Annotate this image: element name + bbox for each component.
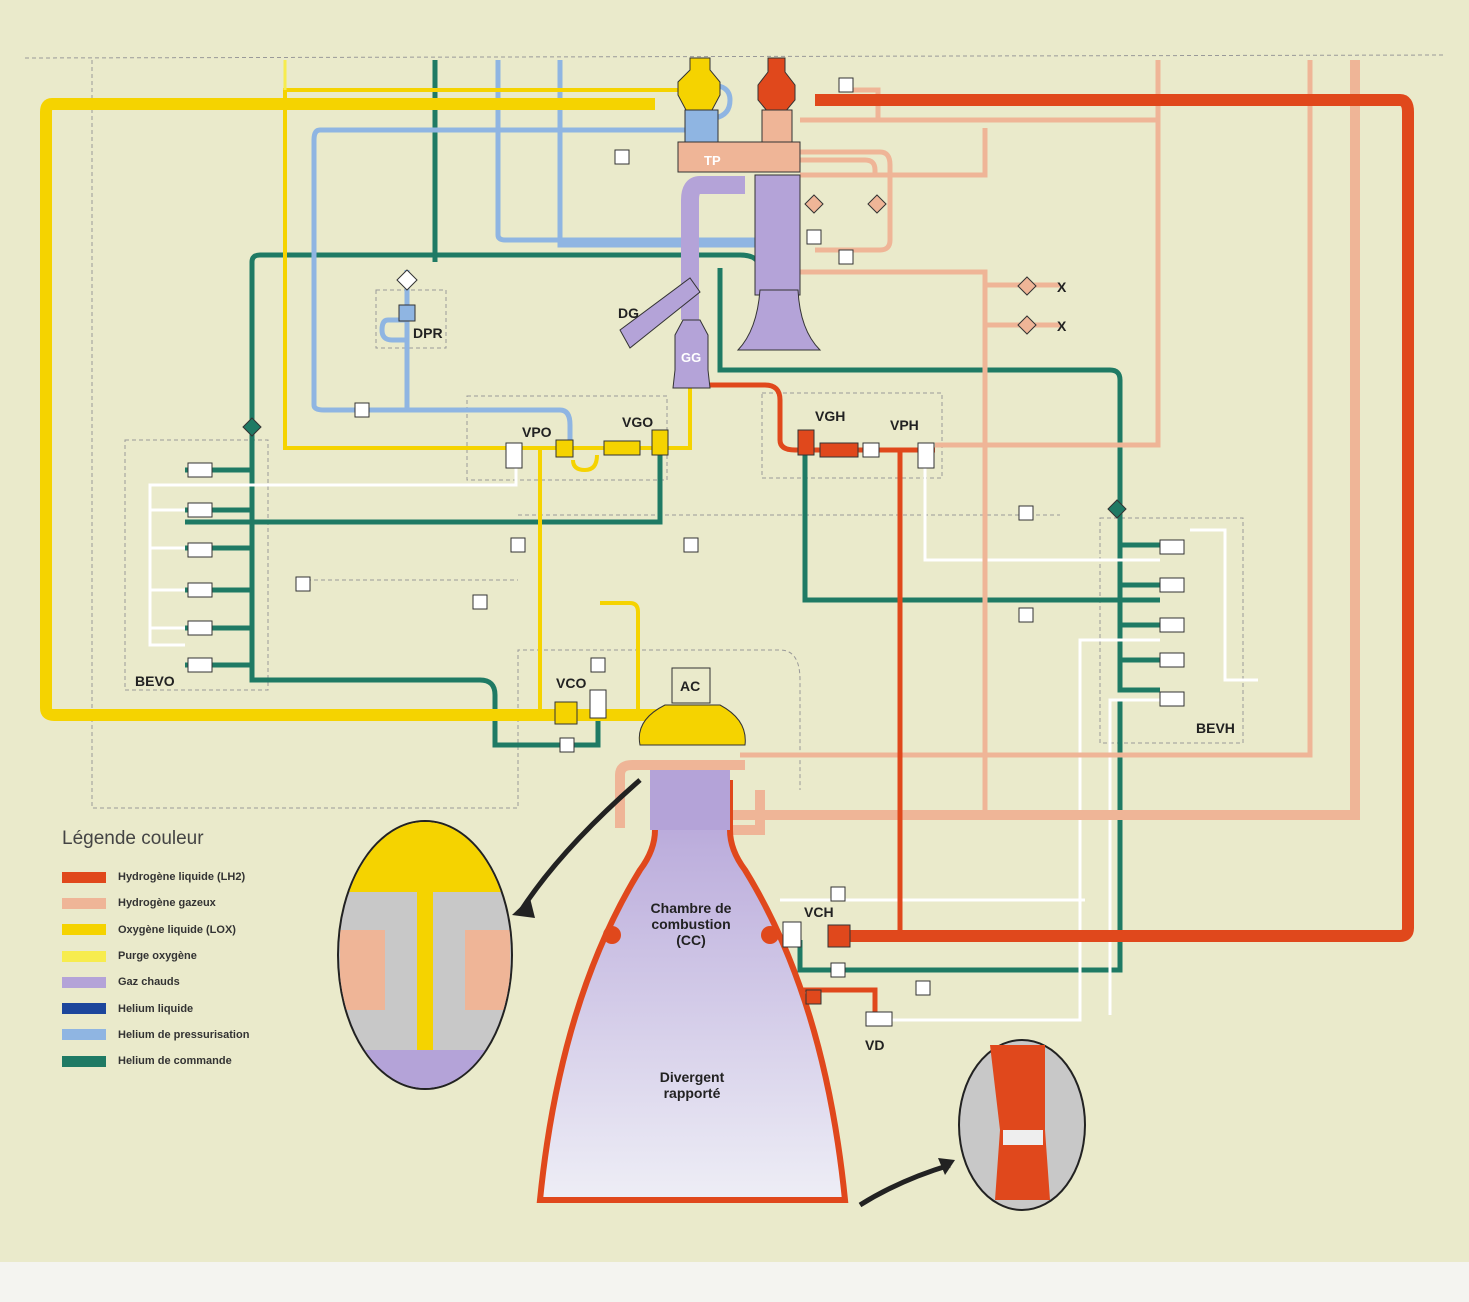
legend-swatch bbox=[62, 1029, 106, 1041]
label-tp: TP bbox=[704, 153, 721, 168]
label-vco: VCO bbox=[556, 675, 586, 691]
divergent-label-2: rapporté bbox=[664, 1085, 721, 1101]
bottom-margin bbox=[0, 1262, 1469, 1302]
legend-item: Oxygène liquide (LOX) bbox=[62, 917, 249, 943]
label-x1: X bbox=[1057, 279, 1067, 295]
legend-item: Purge oxygène bbox=[62, 943, 249, 969]
legend-swatch bbox=[62, 897, 106, 909]
hydrogen-gas-lines bbox=[740, 60, 1313, 810]
nozzle-extension bbox=[536, 780, 849, 1203]
helium-command-lines bbox=[185, 60, 1160, 973]
frame-lines bbox=[24, 54, 1446, 809]
legend-title: Légende couleur bbox=[62, 828, 204, 849]
legend-item: Gaz chauds bbox=[62, 969, 249, 995]
combustion-chamber bbox=[536, 667, 849, 1203]
hot-gas-duct bbox=[681, 176, 745, 320]
label-vgo: VGO bbox=[622, 414, 653, 430]
legend-swatch bbox=[62, 1055, 106, 1067]
dg-duct bbox=[619, 277, 701, 349]
component-labels: TP DG GG DPR VPO VGO VGH VPH BEVO VCO AC… bbox=[135, 153, 1235, 1101]
turbine bbox=[754, 174, 801, 296]
label-bevo: BEVO bbox=[135, 673, 175, 689]
chamber-label-2: combustion bbox=[651, 916, 730, 932]
label-vph: VPH bbox=[890, 417, 919, 433]
turbine-exhaust bbox=[736, 289, 822, 351]
legend-item: Helium liquide bbox=[62, 995, 249, 1021]
legend-label: Oxygène liquide (LOX) bbox=[118, 923, 236, 936]
legend-swatch bbox=[62, 950, 106, 962]
label-dg: DG bbox=[618, 305, 639, 321]
lox-pump-inlet bbox=[677, 57, 721, 111]
label-vch: VCH bbox=[804, 904, 834, 920]
legend-label: Gaz chauds bbox=[118, 976, 180, 989]
legend-swatch bbox=[62, 924, 106, 936]
wall-detail-inset bbox=[858, 1039, 1086, 1211]
legend-item: Hydrogène gazeux bbox=[62, 890, 249, 916]
gas-generator bbox=[672, 319, 711, 389]
lh2-lines bbox=[710, 94, 1414, 1015]
label-vpo: VPO bbox=[522, 424, 552, 440]
lh2-pump bbox=[761, 109, 793, 143]
chamber-label-3: (CC) bbox=[676, 932, 706, 948]
turbopump bbox=[619, 57, 822, 389]
legend-label: Helium de pressurisation bbox=[118, 1028, 250, 1041]
legend-swatch bbox=[62, 1003, 106, 1015]
injector-dome bbox=[638, 704, 746, 746]
label-gg: GG bbox=[681, 350, 701, 365]
legend-item: Hydrogène liquide (LH2) bbox=[62, 864, 249, 890]
label-bevh: BEVH bbox=[1196, 720, 1235, 736]
label-ac: AC bbox=[680, 678, 700, 694]
divergent-label-1: Divergent bbox=[660, 1069, 725, 1085]
color-legend: Légende couleur Hydrogène liquide (LH2) H… bbox=[62, 828, 249, 1074]
valves bbox=[187, 77, 1185, 1027]
label-x2: X bbox=[1057, 318, 1067, 334]
label-vgh: VGH bbox=[815, 408, 845, 424]
legend-label: Hydrogène liquide (LH2) bbox=[118, 871, 246, 884]
legend-item: Helium de commande bbox=[62, 1048, 249, 1074]
chamber-label-1: Chambre de bbox=[651, 900, 732, 916]
label-vd: VD bbox=[865, 1037, 884, 1053]
label-dpr: DPR bbox=[413, 325, 443, 341]
legend-swatch bbox=[62, 871, 106, 883]
legend-label: Purge oxygène bbox=[118, 950, 197, 963]
legend-swatch bbox=[62, 976, 106, 988]
legend-label: Helium de commande bbox=[118, 1055, 232, 1068]
legend-label: Hydrogène gazeux bbox=[118, 897, 216, 910]
legend-item: Helium de pressurisation bbox=[62, 1022, 249, 1048]
injector-detail-inset bbox=[337, 778, 642, 1090]
turbopump-body bbox=[677, 141, 801, 173]
lh2-pump-inlet bbox=[757, 57, 796, 113]
lox-pump bbox=[684, 109, 719, 143]
legend-label: Helium liquide bbox=[118, 1002, 194, 1015]
lox-lines bbox=[40, 88, 697, 721]
